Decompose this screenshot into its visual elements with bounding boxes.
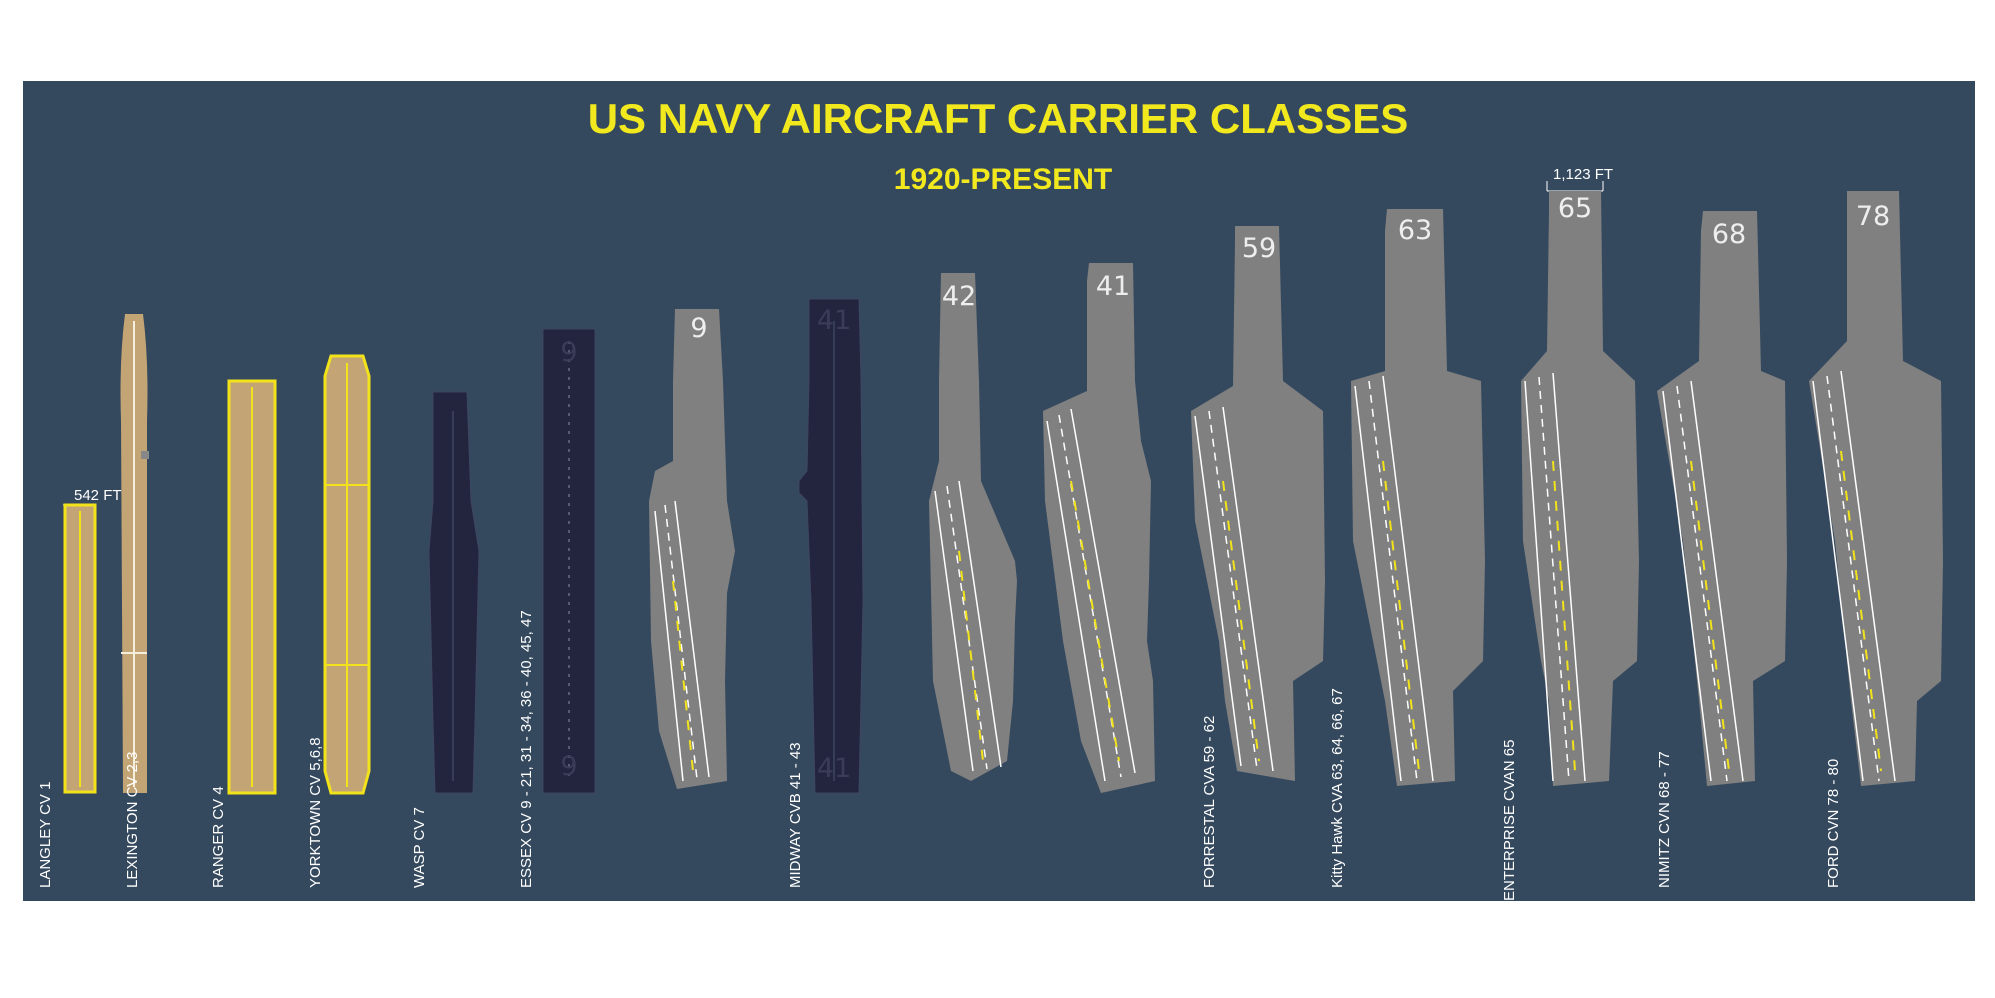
deck-midway [798,298,864,794]
carrier-midway: 41 41 MIDWAY CVB 41 - 43 [787,298,864,888]
deck-wasp [428,391,480,794]
landing-line [1690,380,1744,782]
label-ford: FORD CVN 78 - 80 [1825,759,1842,888]
label-yorktown: YORKTOWN CV 5,6,8 [307,737,324,888]
carrier-diagram-panel: US NAVY AIRCRAFT CARRIER CLASSES 1920-PR… [23,81,1975,901]
carrier-forrestal: 59 FORRESTAL CVA 59 - 62 [1191,226,1325,888]
landing-line [1194,415,1242,767]
landing-line [1676,385,1728,782]
landing-line [1812,380,1864,782]
landing-line [946,485,988,770]
deck-midway-modernised [1043,263,1155,793]
landing-centerline [1840,450,1882,772]
landing-line [1524,380,1554,782]
carrier-midway-modernised: 41 [1043,263,1155,793]
label-ranger: RANGER CV 4 [210,786,227,888]
label-essex: ESSEX CV 9 - 21, 31 - 34, 36 - 40, 45, 4… [518,610,535,888]
landing-line [1208,410,1258,770]
landing-line [654,510,684,782]
carrier-ranger: RANGER CV 4 [210,379,277,888]
carrier-midway-angled: 42 [929,273,1017,781]
landing-line [934,490,974,772]
landing-line [1046,420,1106,782]
carrier-langley: 542 FT LANGLEY CV 1 [37,487,122,888]
hull-number: 9 [690,313,707,344]
landing-centerline [1382,460,1420,772]
landing-line [1354,385,1402,782]
landing-centerline [958,550,984,762]
carrier-kitty-hawk: 63 Kitty Hawk CVA 63, 64, 66, 67 [1329,209,1485,888]
label-enterprise: ENTERPRISE CVAN 65 [1501,740,1518,901]
label-lexington: LEXINGTON CV 2,3 [124,752,141,888]
carrier-diagram: US NAVY AIRCRAFT CARRIER CLASSES 1920-PR… [23,81,1975,901]
hull-number: 9 [560,751,577,782]
landing-line [1552,372,1586,782]
landing-line [1382,375,1434,782]
hull-number: 42 [942,281,976,312]
carrier-enterprise: 1,123 FT 65 ENTERPRISE CVAN 65 [1501,166,1639,901]
carrier-yorktown: YORKTOWN CV 5,6,8 [307,354,371,888]
label-kitty-hawk: Kitty Hawk CVA 63, 64, 66, 67 [1329,688,1346,888]
deck-ford [1809,191,1943,786]
carrier-wasp: WASP CV 7 [411,391,480,888]
carrier-essex-angled: 9 [649,309,735,789]
landing-line [1826,375,1880,782]
carrier-lexington: LEXINGTON CV 2,3 [120,314,149,888]
hull-number: 41 [817,753,851,784]
landing-line [1368,380,1418,782]
hull-number: 68 [1712,219,1746,250]
deck-essex [542,328,596,794]
landing-line [1222,406,1274,772]
hull-number: 63 [1398,215,1432,246]
hull-number: 78 [1856,201,1890,232]
landing-line [1070,408,1136,774]
landing-centerline [1222,480,1260,762]
landing-centerline [1070,480,1120,762]
carrier-essex: 9 9 ESSEX CV 9 - 21, 31 - 34, 36 - 40, 4… [518,328,596,888]
page-subtitle: 1920-PRESENT [894,163,1112,196]
landing-centerline [1690,460,1730,772]
deck-essex-angled [649,309,735,789]
label-langley: LANGLEY CV 1 [37,782,54,888]
island [141,451,149,459]
carrier-ford: 78 FORD CVN 78 - 80 [1809,191,1943,888]
label-forrestal: FORRESTAL CVA 59 - 62 [1201,716,1218,888]
landing-line [1058,414,1122,778]
landing-line [1662,390,1712,782]
label-midway: MIDWAY CVB 41 - 43 [787,742,804,888]
page-title: US NAVY AIRCRAFT CARRIER CLASSES [588,95,1409,142]
carrier-nimitz: 68 NIMITZ CVN 68 - 77 [1656,211,1787,888]
landing-line [1538,376,1570,782]
label-nimitz: NIMITZ CVN 68 - 77 [1656,751,1673,888]
deck-midway-angled [929,273,1017,781]
landing-line [664,504,698,780]
hull-number: 9 [560,337,577,368]
deck-nimitz [1657,211,1787,786]
length-marker-1123: 1,123 FT [1553,166,1613,183]
hull-number: 59 [1242,233,1276,264]
label-wasp: WASP CV 7 [411,807,428,888]
hull-number: 41 [817,305,851,336]
length-marker-542: 542 FT [74,487,122,504]
deck-enterprise [1521,191,1639,786]
landing-line [674,500,710,778]
hull-number: 65 [1558,193,1592,224]
landing-line [1840,370,1896,782]
landing-line [958,480,1002,768]
hull-number: 41 [1096,271,1130,302]
